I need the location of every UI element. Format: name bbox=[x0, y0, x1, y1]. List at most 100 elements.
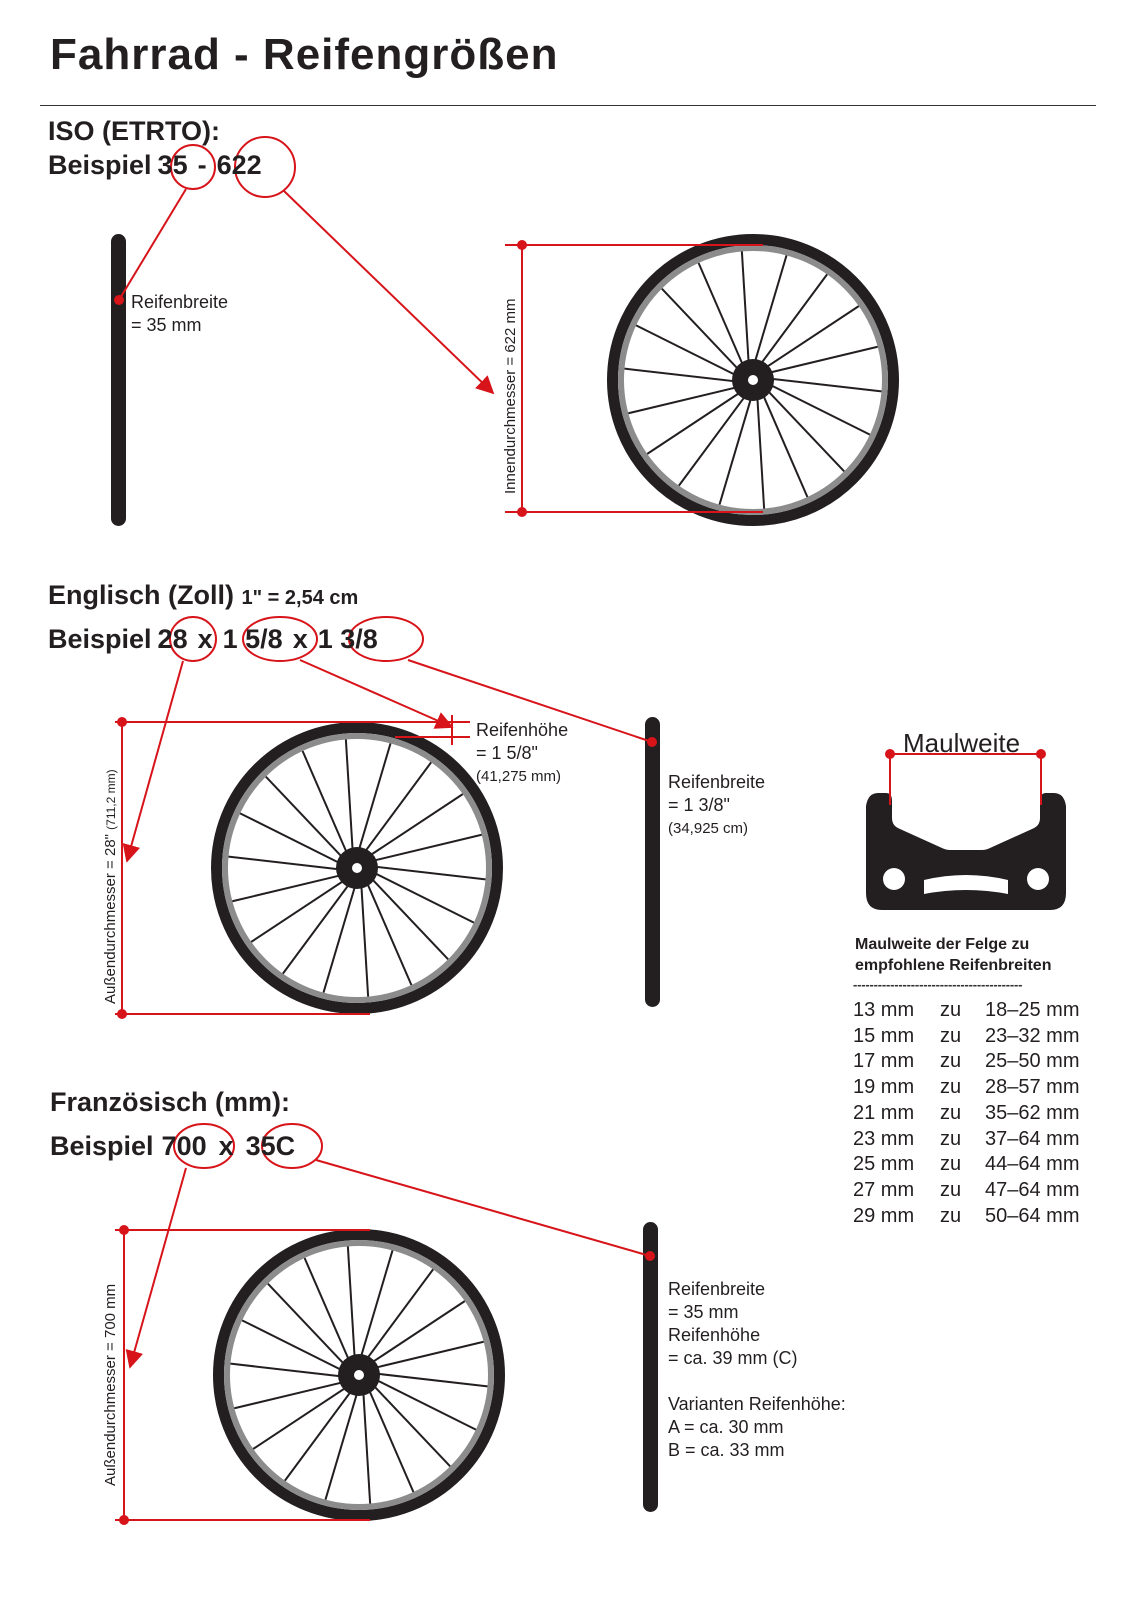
english-heading-text: Englisch (Zoll) bbox=[48, 580, 234, 610]
rim-zu-cell: zu bbox=[940, 1127, 962, 1150]
rim-zu-cell: zu bbox=[940, 1024, 962, 1047]
french-label-3: Reifenhöhe bbox=[668, 1325, 761, 1345]
english-heading: Englisch (Zoll) 1" = 2,54 cm bbox=[48, 580, 358, 611]
rim-width-cell: 17 mm bbox=[853, 1050, 915, 1073]
rim-table-row: 13 mm zu 18–25 mm bbox=[853, 998, 1105, 1024]
spoke bbox=[758, 385, 809, 498]
french-annotations bbox=[115, 1123, 651, 1521]
iso-heading: ISO (ETRTO): bbox=[48, 116, 220, 146]
iso-dim-point-top bbox=[517, 240, 527, 250]
english-height-label-1: Reifenhöhe bbox=[476, 720, 569, 740]
english-annotations bbox=[115, 616, 653, 1015]
spoke bbox=[252, 1381, 355, 1450]
spoke bbox=[366, 1340, 484, 1371]
spoke bbox=[624, 367, 745, 384]
french-diameter-label: Außendurchmesser = 700 mm bbox=[102, 1283, 119, 1486]
english-height-label-2: = 1 5/8" bbox=[476, 743, 538, 763]
iso-width-label-2: = 35 mm bbox=[131, 315, 202, 335]
english-sep-1: x bbox=[197, 624, 213, 654]
english-conversion: 1" = 2,54 cm bbox=[241, 587, 359, 609]
french-sep: x bbox=[218, 1131, 234, 1161]
rim-zu-cell: zu bbox=[940, 999, 962, 1021]
spoke bbox=[365, 867, 475, 924]
spoke bbox=[361, 793, 464, 862]
french-label-6: A = ca. 30 mm bbox=[668, 1417, 784, 1437]
english-diameter-label-sub: (711,2 mm) bbox=[104, 769, 118, 830]
english-height-label-3: (41,275 mm) bbox=[476, 768, 562, 785]
spoke bbox=[760, 345, 878, 376]
english-height-label: Reifenhöhe = 1 5/8" (41,275 mm) bbox=[476, 719, 568, 788]
rim-table-heading-2: empfohlene Reifenbreiten bbox=[855, 957, 1052, 974]
spoke bbox=[661, 288, 746, 377]
spoke bbox=[757, 305, 860, 374]
spoke bbox=[301, 750, 352, 863]
spoke bbox=[357, 1250, 394, 1367]
tire-width-cell: 35–62 mm bbox=[985, 1101, 1080, 1124]
spoke bbox=[364, 833, 482, 864]
rim-zu-cell: zu bbox=[940, 1178, 962, 1201]
spoke bbox=[363, 1300, 466, 1369]
iso-tire-profile bbox=[111, 234, 126, 526]
maulweite-point-right bbox=[1036, 749, 1046, 759]
rim-width-cell: 13 mm bbox=[853, 999, 915, 1021]
spoke bbox=[761, 379, 871, 436]
french-label-2: = 35 mm bbox=[668, 1302, 739, 1322]
rim-width-cell: 25 mm bbox=[853, 1153, 915, 1176]
rim-zu-cell: zu bbox=[940, 1204, 962, 1227]
spoke bbox=[754, 273, 828, 372]
french-code-width: 35C bbox=[245, 1131, 296, 1161]
spoke bbox=[628, 384, 746, 415]
spoke bbox=[697, 262, 748, 375]
rim-zu-cell: zu bbox=[940, 1153, 962, 1176]
rim-width-cell: 15 mm bbox=[853, 1024, 915, 1047]
rim-zu-cell: zu bbox=[940, 1101, 962, 1124]
spoke bbox=[267, 1283, 352, 1372]
rim-width-cell: 23 mm bbox=[853, 1127, 915, 1150]
english-wheel bbox=[211, 722, 503, 1014]
rim-cross-section bbox=[866, 793, 1066, 910]
rim-zu-cell: zu bbox=[940, 1076, 962, 1099]
iso-width-label: Reifenbreite = 35 mm bbox=[131, 291, 228, 337]
french-label-5: Varianten Reifenhöhe: bbox=[668, 1394, 846, 1414]
tire-width-cell: 25–50 mm bbox=[985, 1050, 1080, 1073]
iso-wheel bbox=[607, 234, 899, 526]
spoke bbox=[364, 871, 449, 960]
french-wheel bbox=[213, 1229, 505, 1521]
iso-diameter-label: Innendurchmesser = 622 mm bbox=[502, 298, 519, 494]
english-code-height: 1 5/8 bbox=[222, 624, 283, 654]
english-width-label: Reifenbreite = 1 3/8" (34,925 cm) bbox=[668, 771, 765, 840]
spoke bbox=[232, 872, 350, 903]
french-heading: Französisch (mm): bbox=[50, 1087, 291, 1117]
english-width-label-2: = 1 3/8" bbox=[668, 795, 730, 815]
tire-width-cell: 18–25 mm bbox=[985, 999, 1080, 1021]
french-dim-point-top bbox=[119, 1225, 129, 1235]
french-labels: Reifenbreite = 35 mm Reifenhöhe = ca. 39… bbox=[668, 1278, 846, 1462]
spoke bbox=[250, 874, 353, 943]
spoke bbox=[358, 761, 432, 860]
spoke bbox=[239, 812, 349, 869]
rim-width-cell: 21 mm bbox=[853, 1101, 915, 1124]
rim-width-cell: 27 mm bbox=[853, 1178, 915, 1201]
spoke bbox=[740, 251, 751, 372]
spoke bbox=[362, 873, 413, 986]
tire-width-cell: 50–64 mm bbox=[985, 1204, 1080, 1227]
spoke bbox=[265, 776, 350, 865]
spoke bbox=[230, 1362, 351, 1379]
spoke bbox=[367, 1374, 477, 1431]
tire-width-cell: 28–57 mm bbox=[985, 1076, 1080, 1099]
french-tire-profile bbox=[643, 1222, 658, 1512]
spoke bbox=[344, 739, 355, 860]
rim-table-row: 21 mm zu 35–62 mm bbox=[853, 1101, 1105, 1127]
rim-width-cell: 29 mm bbox=[853, 1204, 915, 1227]
iso-example-prefix: Beispiel bbox=[48, 150, 152, 180]
spoke bbox=[361, 1383, 372, 1504]
maulweite-label: Maulweite bbox=[903, 728, 1021, 758]
